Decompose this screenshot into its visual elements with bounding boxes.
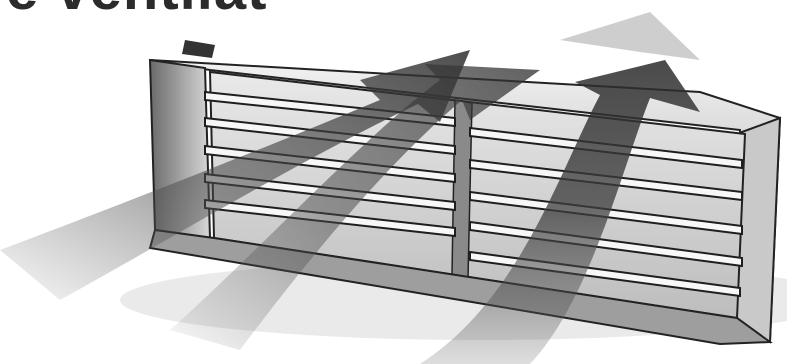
airflow-arrow-right-shadow: [560, 12, 700, 60]
frame-corner-mark: [182, 40, 215, 58]
